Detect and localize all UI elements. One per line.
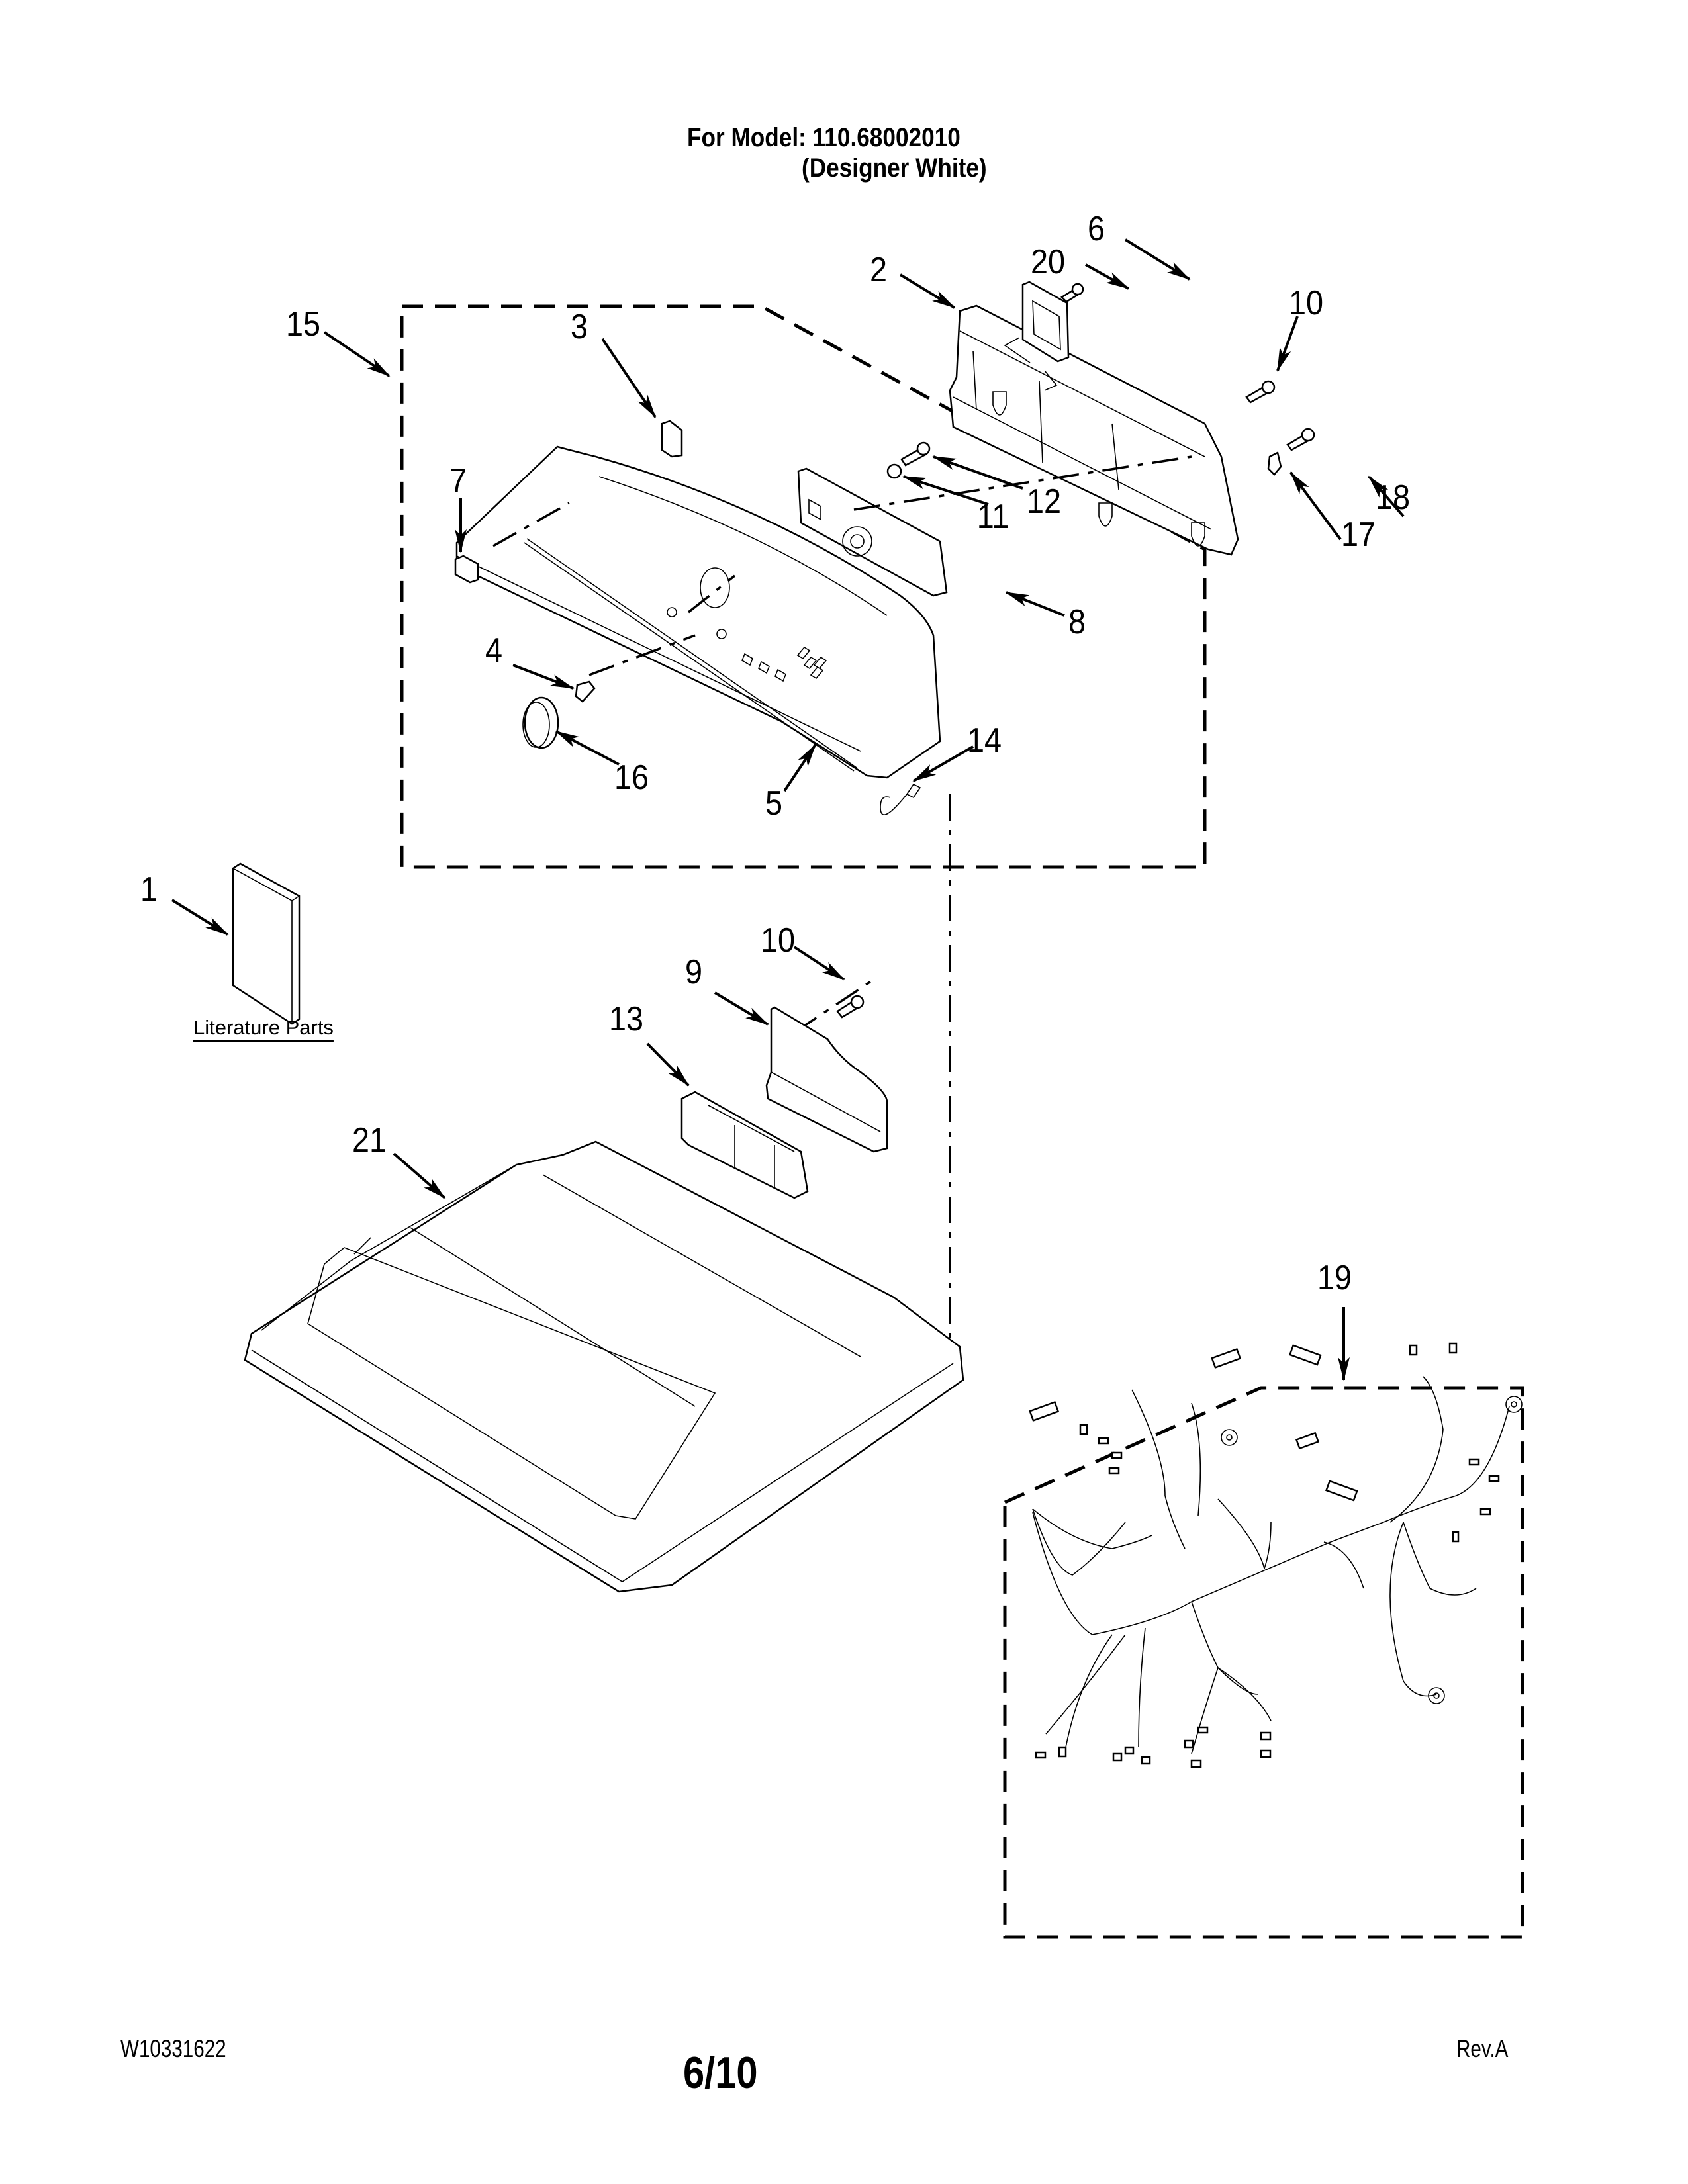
part-13-electronic-control [680, 1091, 809, 1199]
part-8-control-board [797, 467, 948, 597]
part-19-wire-harness [1029, 1342, 1523, 1768]
page-number: 6/10 [683, 2048, 758, 2098]
callout-5: 5 [765, 784, 783, 823]
part-4-clip [575, 680, 596, 703]
callout-10-lower: 10 [760, 921, 796, 960]
document-number: W10331622 [120, 2035, 226, 2062]
callout-6: 6 [1087, 210, 1105, 248]
part-14-cable-clip [880, 783, 921, 815]
callout-9: 9 [684, 953, 703, 991]
assembly-19-boundary [1003, 1386, 1524, 1939]
callout-18: 18 [1375, 478, 1411, 517]
callout-2: 2 [869, 251, 888, 289]
part-3-clip [661, 420, 683, 458]
part-21-top-cover [244, 1140, 964, 1593]
part-2-console-rear-bracket [949, 304, 1239, 556]
callout-3: 3 [570, 308, 588, 346]
callout-19: 19 [1317, 1259, 1352, 1297]
revision-label: Rev.A [1456, 2035, 1509, 2062]
callout-17: 17 [1340, 516, 1376, 554]
part-16-knob [522, 696, 559, 749]
callout-13: 13 [608, 1000, 644, 1038]
callout-14: 14 [966, 721, 1002, 760]
callout-11: 11 [976, 498, 1009, 536]
callout-16: 16 [614, 758, 649, 797]
callout-15: 15 [285, 305, 321, 343]
alignment-lines [492, 455, 1192, 1373]
callout-8: 8 [1068, 603, 1086, 641]
part-18-screw [1286, 428, 1315, 451]
part-1-literature-booklet [232, 862, 301, 1025]
callout-20: 20 [1030, 243, 1066, 281]
part-20-bracket [1004, 281, 1070, 391]
part-11-clip [886, 463, 902, 479]
part-10-screw-upper [1245, 380, 1276, 404]
callout-12: 12 [1026, 482, 1062, 521]
part-17-clip [1267, 451, 1282, 476]
callout-7: 7 [449, 462, 467, 500]
part-7-pad [454, 555, 479, 584]
callout-4: 4 [485, 631, 503, 670]
model-color-subtitle: (Designer White) [802, 154, 987, 183]
callout-10-upper: 10 [1288, 284, 1324, 322]
part-9-mounting-bracket [765, 1006, 888, 1153]
part-12-screw [900, 441, 931, 467]
model-title: For Model: 110.68002010 [687, 123, 961, 152]
part-6-screw [1060, 283, 1084, 303]
callout-21: 21 [352, 1121, 387, 1160]
assembly-15-boundary [400, 304, 1207, 869]
part-console-panel [455, 445, 941, 779]
leader-arrows [171, 238, 1405, 1381]
part-10-screw-lower [836, 995, 865, 1019]
part-5-trim-strip [524, 538, 857, 772]
literature-parts-label: Literature Parts [193, 1016, 334, 1039]
callout-1: 1 [140, 870, 158, 909]
